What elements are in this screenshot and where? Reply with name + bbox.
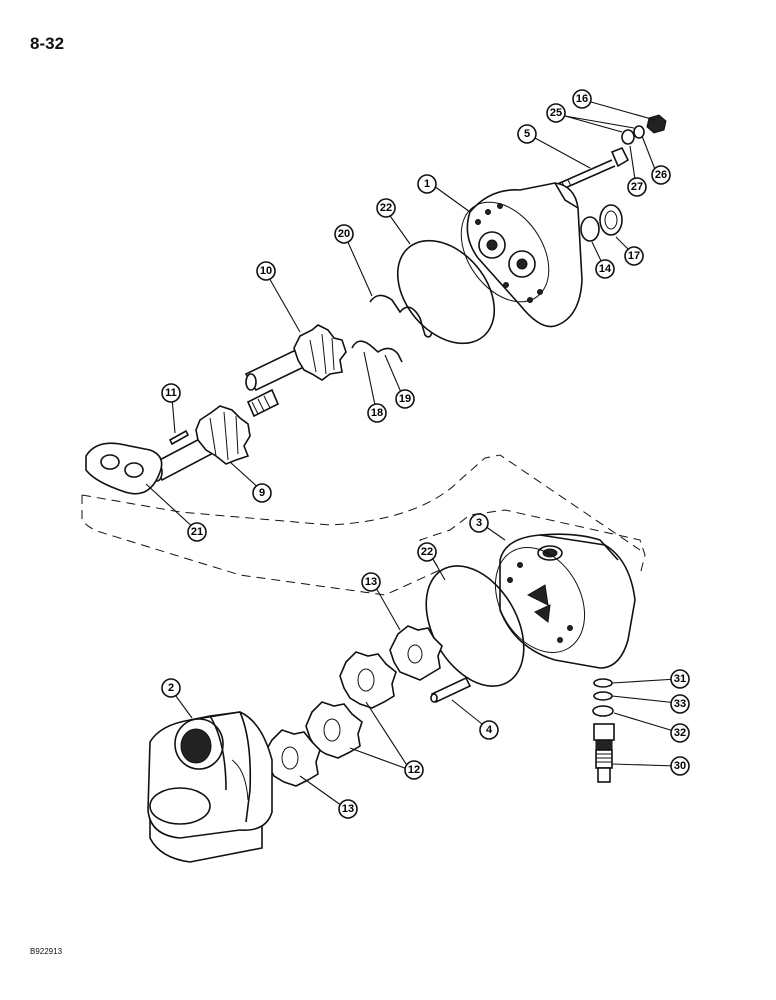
svg-text:22: 22 [380,202,392,214]
lower-seal-parts [351,340,403,363]
leader-lines [145,101,678,809]
gear-housing-part [147,711,273,863]
callout-16: 16 [572,89,592,109]
group-boundary [81,454,646,596]
svg-text:27: 27 [631,181,643,193]
svg-text:1: 1 [424,178,430,190]
svg-text:21: 21 [191,526,203,538]
o-ring-upper-part [396,239,496,345]
svg-text:30: 30 [674,760,686,772]
callout-21: 21 [187,522,207,542]
svg-text:20: 20 [338,228,350,240]
callout-4: 4 [479,720,499,740]
callout-19: 19 [395,389,415,409]
callout-26: 26 [651,165,671,185]
svg-text:13: 13 [342,803,354,815]
svg-text:32: 32 [674,727,686,739]
svg-text:22: 22 [421,546,433,558]
svg-text:18: 18 [371,407,383,419]
svg-text:2: 2 [168,682,174,694]
wear-plate-part [85,442,163,495]
seal-upper-part [369,294,433,338]
svg-text:33: 33 [674,698,686,710]
nut-part [646,114,667,134]
callout-33: 33 [670,694,690,714]
callout-27: 27 [627,177,647,197]
svg-text:14: 14 [599,263,612,275]
svg-text:3: 3 [476,517,482,529]
idler-shaft-part [244,324,347,392]
callout-11: 11 [161,383,181,403]
callout-17: 17 [624,246,644,266]
callout-1: 1 [417,174,437,194]
svg-text:16: 16 [576,93,588,105]
svg-text:9: 9 [259,487,265,499]
callout-22-lower: 22 [417,542,437,562]
callout-32: 32 [670,723,690,743]
drive-shaft-part [150,388,280,482]
callout-9: 9 [252,483,272,503]
svg-text:11: 11 [165,387,177,399]
bolt-part [552,146,630,193]
callout-2: 2 [161,678,181,698]
svg-text:25: 25 [550,107,562,119]
svg-text:17: 17 [628,250,640,262]
washer-parts [621,125,645,145]
gear-upper-part [389,625,443,681]
front-cover-part [460,182,583,328]
svg-text:10: 10 [260,265,272,277]
svg-text:26: 26 [655,169,667,181]
gears-pair-part [305,651,397,759]
callout-30: 30 [670,756,690,776]
relief-valve-part [593,723,615,783]
callout-25: 25 [546,103,566,123]
callout-20: 20 [334,224,354,244]
page-number: 8-32 [30,34,65,53]
svg-text:19: 19 [399,393,411,405]
svg-text:13: 13 [365,576,377,588]
callout-3: 3 [469,513,489,533]
svg-text:12: 12 [408,764,420,776]
dowel-pin-part [430,676,472,704]
svg-text:31: 31 [674,673,686,685]
callout-13-upper: 13 [361,572,381,592]
small-rings-parts [592,678,614,717]
callout-12: 12 [404,760,424,780]
callout-14: 14 [595,259,615,279]
callout-13-lower: 13 [338,799,358,819]
svg-text:5: 5 [524,128,530,140]
drawing-code: B922913 [30,947,63,956]
callout-5: 5 [517,124,537,144]
svg-text:4: 4 [486,724,493,736]
key-part [168,429,190,446]
callout-18: 18 [367,403,387,423]
callout-31: 31 [670,669,690,689]
rear-cover-part [494,533,636,669]
callout-10: 10 [256,261,276,281]
seal-parts [580,204,623,242]
callout-22-upper: 22 [376,198,396,218]
